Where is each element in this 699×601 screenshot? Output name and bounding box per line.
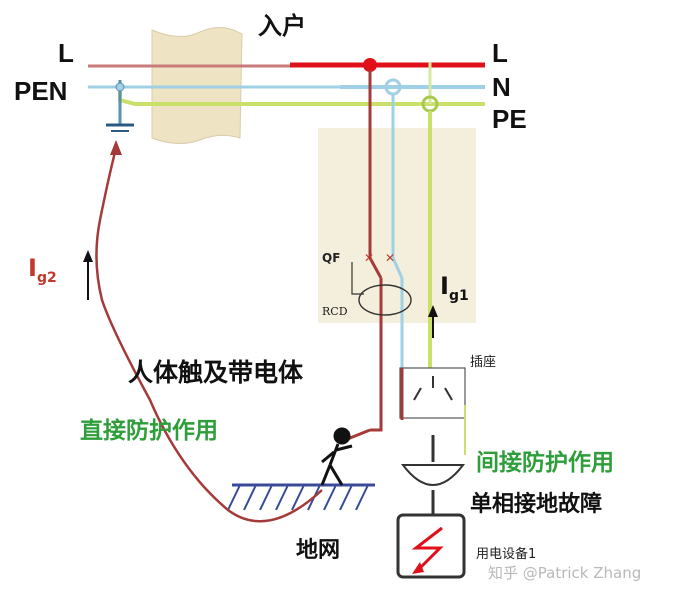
label-l-left: L [58,38,74,68]
label-n-right: N [492,72,511,102]
label-pen-left: PEN [14,76,68,106]
label-indirect-protection: 间接防护作用 [476,450,614,476]
qf-mark-n: ✕ [385,251,395,265]
wire-l-to-body [370,405,383,432]
fault-arrow [412,562,424,574]
fault-bolt [411,526,444,572]
equipment-box [396,513,466,579]
person-figure [320,427,353,486]
pen-node [115,82,125,92]
ground-grid-hatch [227,484,369,511]
l-junction [363,58,377,72]
rcd-toroid [358,284,412,316]
qf-contact-n [391,257,404,279]
label-equipment: 用电设备1 [476,547,537,562]
label-direct-protection: 直接防护作用 [80,418,218,444]
label-body-contact: 人体触及带电体 [128,358,304,387]
ig2-arrowhead [83,250,93,262]
fault-current-path-ig2 [95,147,323,523]
label-ig2: Ig2 [28,254,57,286]
panel-background [318,128,476,323]
label-l-right: L [492,38,508,68]
label-ig1: Ig1 [440,272,469,304]
socket-box [399,367,466,419]
label-pe-right: PE [492,104,527,134]
label-socket: 插座 [470,355,497,370]
qf-mark-l: ✕ [364,251,374,265]
label-single-phase-fault: 单相接地故障 [470,492,603,517]
socket-pin-right [444,387,453,401]
ig1-arrowhead [428,305,438,317]
plug-body [400,464,466,486]
watermark: 知乎 @Patrick Zhang [488,564,642,582]
label-qf: QF [322,251,341,265]
socket-pin-left [413,387,422,401]
label-ground-grid: 地网 [296,538,341,563]
label-rcd: RCD [322,305,348,318]
ig2-path-arrowhead [110,140,122,155]
qf-contact-l [368,257,383,279]
qf-linkage [351,262,364,295]
label-entrance: 入户 [258,12,306,40]
